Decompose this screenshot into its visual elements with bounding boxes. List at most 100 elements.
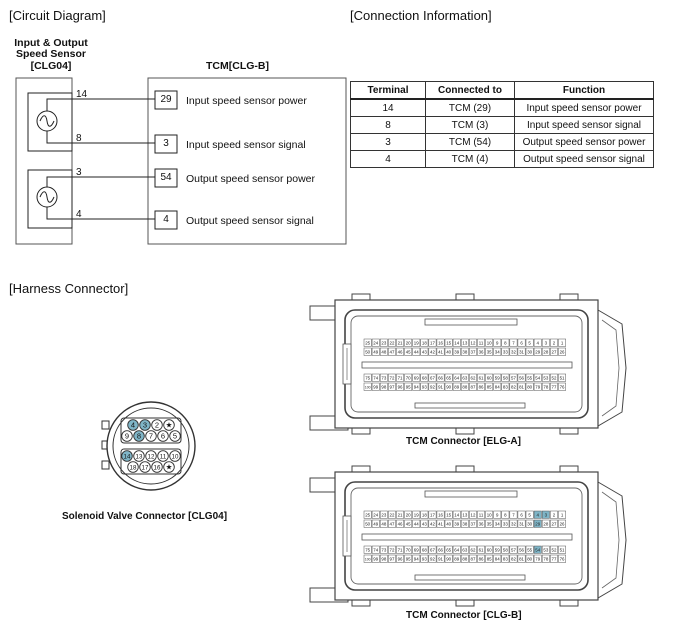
tcm-pin: 44 (412, 519, 421, 528)
svg-text:94: 94 (414, 557, 419, 562)
svg-text:71: 71 (398, 376, 403, 381)
tcm-title: TCM[CLG-B] (206, 60, 269, 72)
svg-text:6: 6 (161, 432, 165, 441)
tcm-pin: 39 (452, 519, 461, 528)
svg-text:45: 45 (406, 350, 411, 355)
tcm-pin: 52 (550, 545, 558, 554)
svg-text:84: 84 (495, 385, 500, 390)
tcm-pin: 16 (436, 510, 445, 519)
tcm-pin: 20 (404, 338, 413, 347)
tcm-pin: 58 (501, 545, 510, 554)
svg-text:85: 85 (487, 557, 492, 562)
tcm-pin-box (154, 90, 178, 110)
tcm-pin: 99 (371, 382, 380, 391)
tcm-pin: 3 (541, 510, 550, 519)
svg-text:62: 62 (471, 376, 476, 381)
svg-text:28: 28 (543, 522, 548, 527)
tcm-pin: 7 (509, 510, 518, 519)
tcm-pin: 37 (469, 347, 477, 356)
tcm-pin: 64 (452, 373, 461, 382)
tcm-pin: 38 (460, 519, 469, 528)
tcm-pin: 77 (550, 382, 558, 391)
tcm-pin: 32 (509, 347, 518, 356)
tcm-pin: 35 (485, 347, 494, 356)
tcm-pin: 27 (550, 347, 558, 356)
tcm-pin: 63 (460, 373, 469, 382)
tcm-pin: 50 (363, 347, 372, 356)
connection-table: Terminal Connected to Function 14 TCM (2… (350, 81, 654, 168)
tcm-pin: 80 (525, 382, 534, 391)
tcm-pin: 79 (533, 382, 542, 391)
tcm-pin: 90 (444, 554, 453, 563)
svg-text:90: 90 (446, 385, 451, 390)
tcm-pin-number: 54 (160, 172, 172, 183)
tcm-pin: 73 (379, 373, 388, 382)
svg-text:37: 37 (471, 522, 476, 527)
svg-text:10: 10 (172, 454, 179, 461)
svg-text:4: 4 (537, 341, 540, 346)
svg-text:63: 63 (462, 548, 467, 553)
table-row: 14 TCM (29) Input speed sensor power (350, 98, 654, 117)
tcm-pin: 70 (404, 373, 413, 382)
svg-text:19: 19 (414, 341, 419, 346)
tcm-pin-number: 29 (160, 94, 172, 105)
svg-text:74: 74 (373, 548, 378, 553)
table-row: 3 TCM (54) Output speed sensor power (350, 133, 654, 151)
svg-text:81: 81 (519, 385, 524, 390)
tcm-pin: 31 (517, 347, 526, 356)
tcm-pin: 53 (541, 545, 550, 554)
svg-text:12: 12 (471, 341, 476, 346)
svg-text:22: 22 (390, 341, 395, 346)
sensor-title-line1: Input & Output (14, 37, 88, 49)
svg-text:54: 54 (535, 376, 540, 381)
tcm-pin: 79 (533, 554, 542, 563)
svg-text:84: 84 (495, 557, 500, 562)
svg-text:10: 10 (487, 341, 492, 346)
svg-text:94: 94 (414, 385, 419, 390)
tcm-pin: 18 (420, 338, 429, 347)
svg-text:82: 82 (511, 557, 516, 562)
svg-text:9: 9 (125, 432, 129, 441)
tcm-connector-b-caption: TCM Connector [CLG-B] (406, 610, 522, 621)
tcm-pin: 87 (469, 554, 477, 563)
tcm-pin: 66 (436, 545, 445, 554)
tcm-pin: 15 (444, 510, 453, 519)
table-cell: Output speed sensor signal (514, 150, 654, 168)
svg-text:87: 87 (471, 557, 476, 562)
tcm-pin: 55 (525, 373, 534, 382)
svg-text:55: 55 (527, 548, 532, 553)
tcm-pin: 4 (533, 338, 542, 347)
svg-text:93: 93 (422, 385, 427, 390)
tcm-pin: 5 (525, 338, 534, 347)
svg-text:75: 75 (365, 548, 370, 553)
svg-text:27: 27 (552, 522, 557, 527)
tcm-pin: 61 (477, 545, 485, 554)
tcm-pin: 75 (363, 373, 372, 382)
svg-text:61: 61 (479, 376, 484, 381)
input-sensor-wave-icon (39, 115, 55, 127)
svg-text:11: 11 (160, 454, 167, 461)
svg-text:29: 29 (535, 350, 540, 355)
tcm-pin: 21 (396, 510, 404, 519)
svg-text:48: 48 (381, 350, 386, 355)
tcm-pin: 85 (485, 554, 494, 563)
svg-text:80: 80 (527, 385, 532, 390)
svg-text:95: 95 (406, 557, 411, 562)
svg-text:6: 6 (520, 513, 523, 518)
svg-text:12: 12 (148, 454, 155, 461)
svg-text:48: 48 (381, 522, 386, 527)
svg-text:77: 77 (552, 385, 557, 390)
svg-text:85: 85 (487, 385, 492, 390)
section-title-connection-information: [Connection Information] (350, 8, 492, 23)
solenoid-pin: 13 (133, 450, 145, 462)
tcm-pin: 26 (558, 519, 566, 528)
svg-text:51: 51 (560, 376, 565, 381)
tcm-pin: 50 (363, 519, 372, 528)
svg-text:17: 17 (430, 513, 435, 518)
tcm-pin: 41 (436, 347, 445, 356)
svg-text:19: 19 (414, 513, 419, 518)
tcm-pin: 5 (525, 510, 534, 519)
svg-text:67: 67 (430, 548, 435, 553)
sensor-pin-number: 8 (76, 133, 82, 144)
